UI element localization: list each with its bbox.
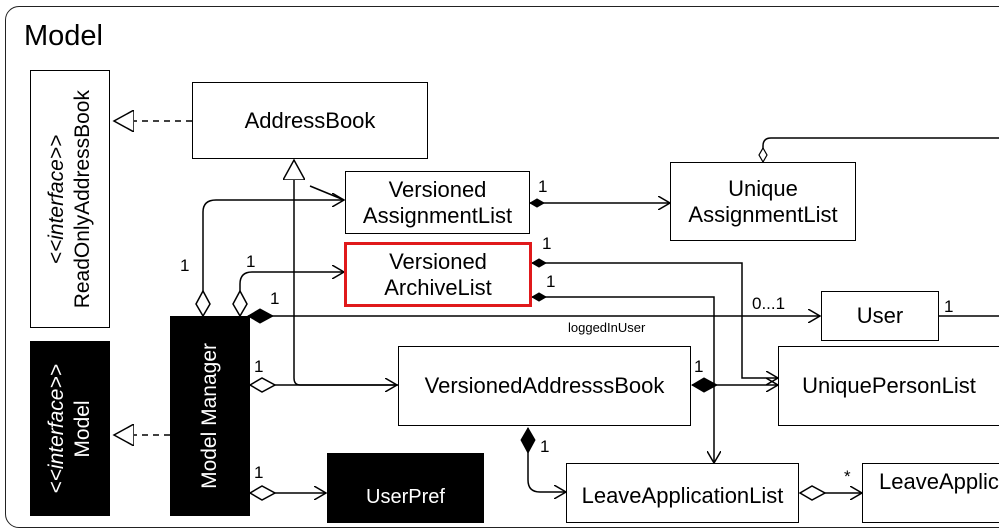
versioned-assignment-line2: AssignmentList [362, 202, 513, 228]
unique-assignment-line2: AssignmentList [688, 201, 838, 227]
unique-assignment-line1: Unique [728, 175, 798, 201]
mult-mm-va: 1 [180, 256, 189, 275]
mult-vab-lal: 1 [540, 437, 549, 456]
unique-person-list-label: UniquePersonList [802, 373, 976, 398]
versioned-assignment-line1: Versioned [388, 176, 487, 202]
readonly-addressbook-interface: <<interface>> ReadOnlyAddressBook [30, 70, 110, 328]
mult-mm-pref: 1 [254, 463, 263, 482]
role-logged-in-user: loggedInUser [568, 320, 646, 335]
versioned-assignment-list-class: Versioned AssignmentList [345, 171, 530, 234]
model-interface-name: Model [71, 399, 94, 458]
interface-stereotype: <<interface>> [45, 134, 68, 264]
user-class: User [821, 291, 939, 341]
mult-va-ua: 1 [538, 177, 547, 196]
model-interface-stereotype: <<interface>> [45, 363, 68, 494]
connectors-layer: 1 1 1 1 1 1 0...1 1 loggedInUser 1 1 1 *… [0, 0, 999, 501]
unique-person-list-class: UniquePersonList [778, 346, 999, 426]
mult-mm-arch: 1 [246, 252, 255, 271]
model-manager-label: Model Manager [198, 343, 221, 489]
leave-application-list-class: LeaveApplicationList [566, 463, 799, 523]
assoc-mm-versioned-archive [240, 272, 344, 316]
model-interface: <<interface>> Model [30, 341, 110, 516]
package-title: Model [24, 20, 103, 52]
assoc-ab-versioned-assignment [309, 185, 345, 201]
mult-user-multiplicity: 0...1 [752, 294, 785, 313]
model-manager-class: Model Manager [170, 316, 250, 516]
unique-assignment-list-class: Unique AssignmentList [670, 162, 856, 241]
leave-application-label: LeaveApplic [879, 469, 999, 494]
mult-arch-lal: 1 [546, 272, 555, 291]
assoc-mm-versioned-assignment [203, 200, 344, 316]
versioned-address-book-label: VersionedAddresssBook [424, 373, 665, 398]
assoc-arch-lal [532, 297, 714, 463]
mult-user-right: 1 [944, 297, 953, 316]
assoc-ua-top [763, 137, 999, 162]
versioned-address-book-class: VersionedAddresssBook [398, 346, 691, 426]
leave-application-list-label: LeaveApplicationList [581, 483, 784, 508]
interface-name: ReadOnlyAddressBook [71, 89, 94, 309]
versioned-archive-line1: Versioned [389, 248, 487, 274]
mult-arch-upl: 1 [542, 234, 551, 253]
versioned-archive-list-class[interactable]: Versioned ArchiveList [344, 242, 532, 307]
user-pref-class: UserPref [327, 453, 484, 523]
leave-application-class: LeaveApplic [862, 463, 999, 523]
versioned-archive-line2: ArchiveList [384, 274, 492, 300]
assoc-vab-lal [528, 428, 566, 492]
addressbook-class: AddressBook [192, 82, 428, 159]
mult-lal-la: * [844, 467, 851, 486]
mult-mm-user: 1 [270, 289, 279, 308]
mult-vab-upl: 1 [694, 357, 703, 376]
mult-mm-vab: 1 [254, 357, 263, 376]
addressbook-label: AddressBook [244, 107, 376, 133]
user-label: User [856, 303, 904, 328]
user-pref-label: UserPref [366, 486, 445, 508]
